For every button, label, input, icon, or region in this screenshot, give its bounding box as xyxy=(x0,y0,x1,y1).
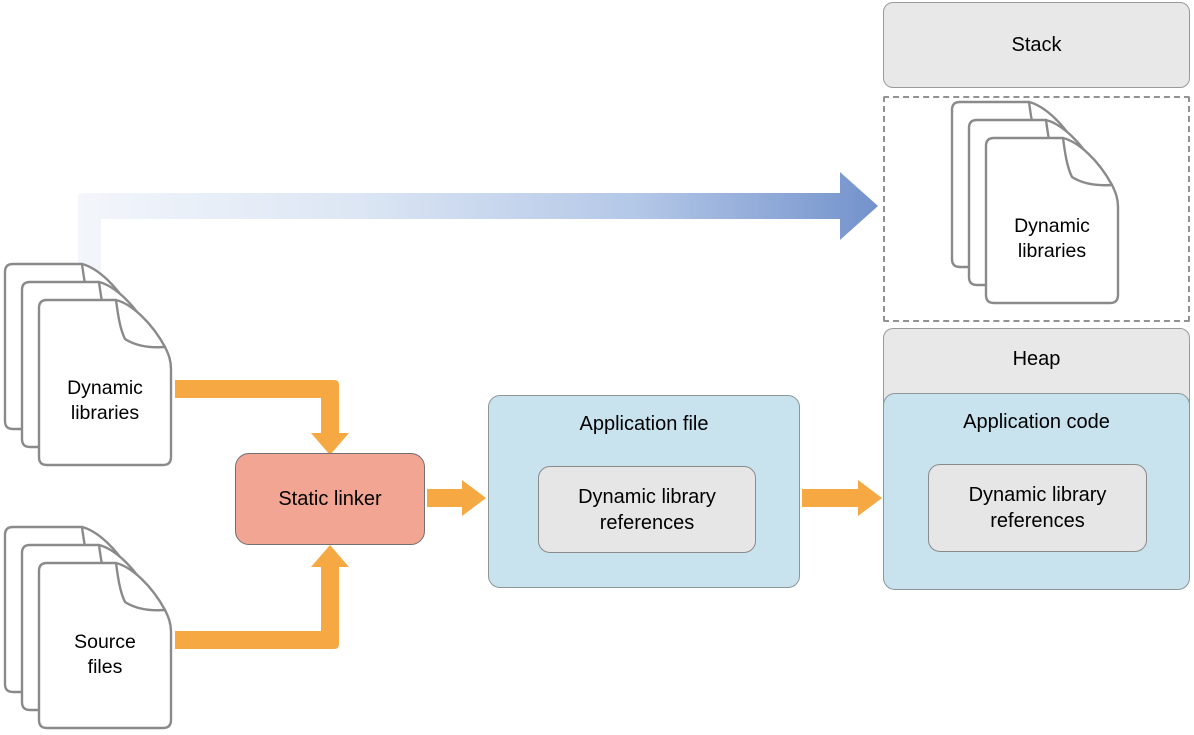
memory-dynamic-libraries-doc-stack xyxy=(950,100,1120,305)
application-file-title: Application file xyxy=(579,413,709,435)
static-linker-label: Static linker xyxy=(278,487,382,510)
dynamic-libraries-doc-stack xyxy=(3,262,173,467)
memory-dynamic-libraries-label: Dynamic libraries xyxy=(1014,215,1090,262)
source-files-label: Source files xyxy=(74,631,136,678)
application-file-references-box: Dynamic library references xyxy=(538,466,756,553)
orange-arrow-dynamic-libraries-to-linker xyxy=(175,380,349,455)
memory-dynamic-libraries-region xyxy=(883,96,1190,322)
stack-label: Stack xyxy=(1011,33,1062,56)
application-file-box: Application file Dynamic library referen… xyxy=(488,395,800,588)
source-files-doc-stack xyxy=(3,525,173,730)
application-file-references-label: Dynamic library references xyxy=(578,485,716,534)
orange-arrow-source-files-to-linker xyxy=(175,545,349,649)
application-code-box: Application code Dynamic library referen… xyxy=(883,393,1190,590)
heap-label: Heap xyxy=(1012,348,1061,370)
orange-arrow-application-file-to-application-code xyxy=(802,480,882,516)
stack-box: Stack xyxy=(883,2,1190,88)
orange-arrow-linker-to-application-file xyxy=(427,480,486,516)
blue-arrow-dynamic-libraries-to-memory xyxy=(78,172,878,282)
static-linker-box: Static linker xyxy=(235,453,425,545)
application-code-references-label: Dynamic library references xyxy=(968,484,1107,532)
dynamic-libraries-label: Dynamic libraries xyxy=(67,377,143,424)
application-code-title: Application code xyxy=(963,411,1110,433)
application-code-references-box: Dynamic library references xyxy=(928,464,1147,552)
